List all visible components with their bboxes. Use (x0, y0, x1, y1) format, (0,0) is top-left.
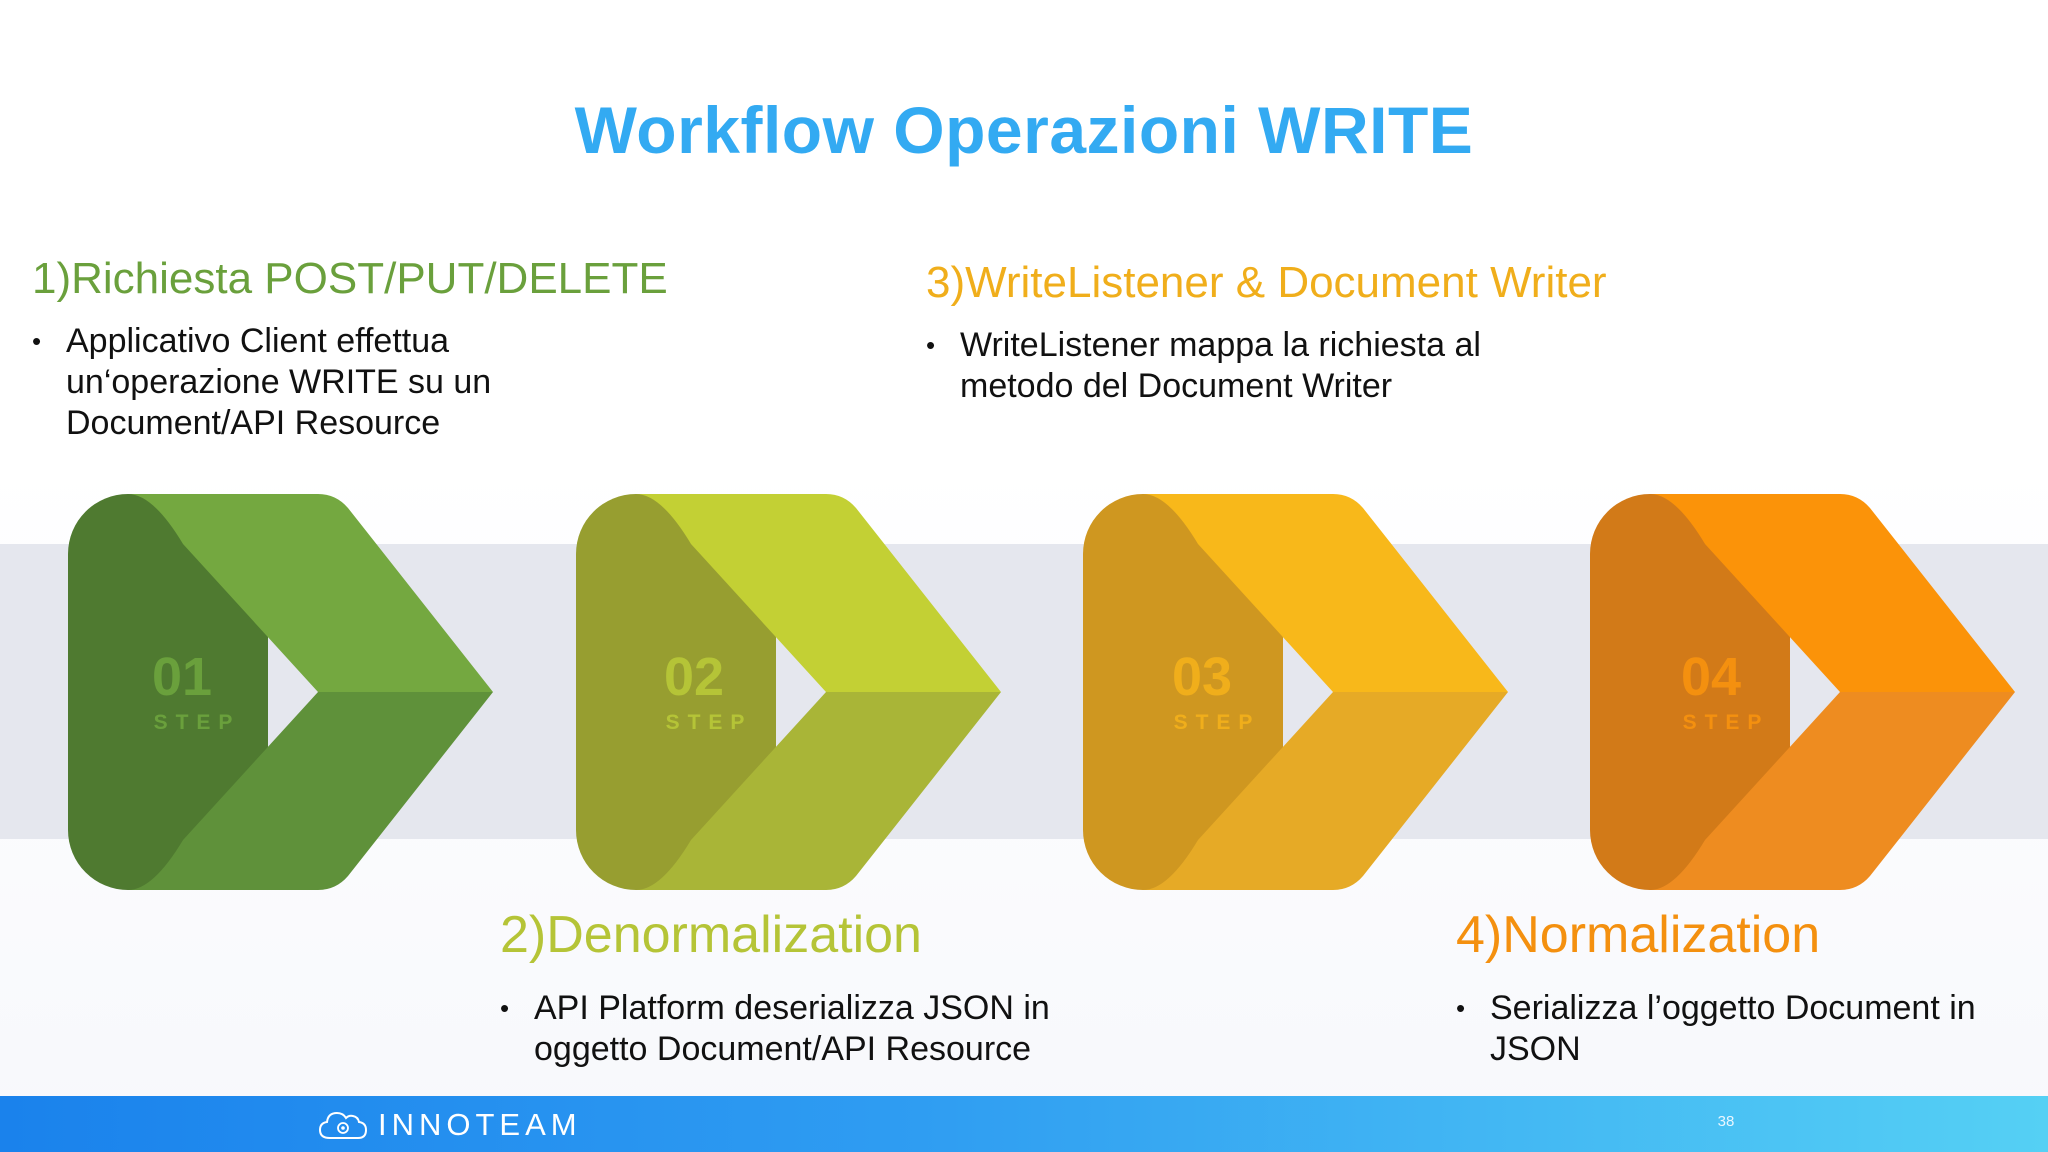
step-4-title: 4)Normalization (1456, 906, 1821, 964)
step-2-block: 2)Denormalization • API Platform deseria… (500, 906, 1120, 1070)
step-2-chevron (576, 494, 1001, 890)
footer-bar: INNOTEAM 38 (0, 1096, 2048, 1152)
step-4-label: STEP (1682, 711, 1770, 734)
step-1-bullet: • Applicativo Client effettua un‘operazi… (32, 321, 592, 444)
step-3-label: STEP (1173, 711, 1261, 734)
step-2-number: 02 (663, 647, 725, 707)
step-1-description: Applicativo Client effettua un‘operazion… (66, 321, 492, 442)
step-1-block: 1)Richiesta POST/PUT/DELETE • Applicativ… (32, 254, 668, 444)
bullet-dot-icon: • (32, 325, 42, 356)
step-2-description: API Platform deserializza JSON in oggett… (534, 988, 1050, 1068)
step-4-number: 04 (1680, 647, 1742, 707)
step-1-label: STEP (153, 711, 241, 734)
bullet-dot-icon: • (500, 992, 510, 1023)
step-3-number: 03 (1171, 647, 1233, 707)
step-3-title: 3)WriteListener & Document Writer (926, 258, 1607, 307)
bullet-dot-icon: • (926, 329, 936, 360)
step-2-bullet: • API Platform deserializza JSON in ogge… (500, 988, 1120, 1070)
page-number: 38 (1717, 1113, 1735, 1130)
step-1-chevron (68, 494, 493, 890)
step-1-title: 1)Richiesta POST/PUT/DELETE (32, 254, 668, 303)
step-2-title: 2)Denormalization (500, 906, 922, 964)
bullet-dot-icon: • (1456, 992, 1466, 1023)
step-4-description: Serializza l’oggetto Document in JSON (1490, 988, 1976, 1068)
slide-title: Workflow Operazioni WRITE (574, 93, 1474, 167)
cloud-gear-icon (318, 1111, 368, 1139)
step-3-description: WriteListener mappa la richiesta al meto… (960, 325, 1481, 405)
step-2-label: STEP (665, 711, 753, 734)
step-4-bullet: • Serializza l’oggetto Document in JSON (1456, 988, 2016, 1070)
step-3-chevron (1083, 494, 1508, 890)
step-3-block: 3)WriteListener & Document Writer • Writ… (926, 258, 1607, 407)
step-1-number: 01 (151, 647, 213, 707)
logo-text: INNOTEAM (378, 1107, 582, 1142)
step-4-block: 4)Normalization • Serializza l’oggetto D… (1456, 906, 2016, 1070)
step-3-bullet: • WriteListener mappa la richiesta al me… (926, 325, 1486, 407)
step-4-chevron (1590, 494, 2015, 890)
